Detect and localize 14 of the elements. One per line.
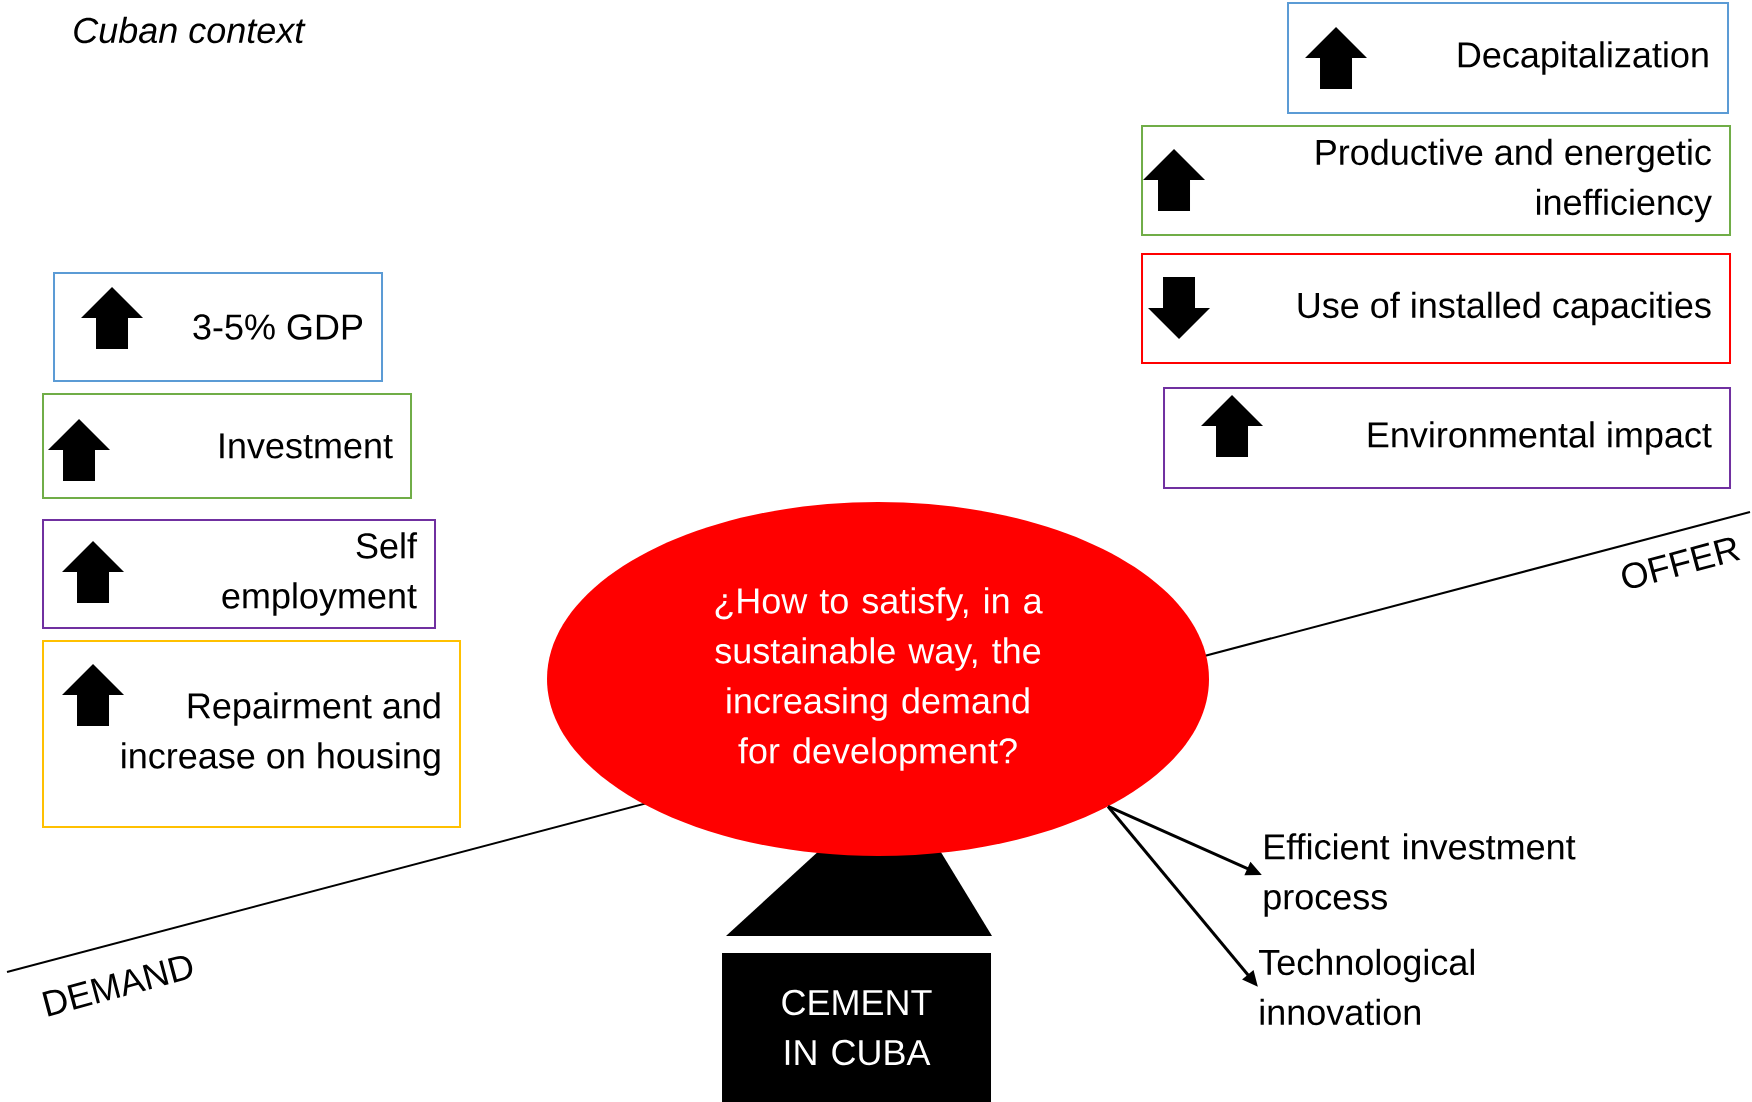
axis-label: OFFER <box>1622 537 1741 588</box>
outcome-text: Efficient investment process <box>1264 833 1576 917</box>
factor-box: Investment <box>42 393 412 499</box>
factor-box: 3-5% GDP <box>53 272 383 382</box>
axis-label: DEMAND <box>42 956 193 1017</box>
factor-box: Self employment <box>42 519 436 629</box>
factor-box: Use of installed capacities <box>1141 253 1731 364</box>
factor-box: Decapitalization <box>1287 2 1729 114</box>
heading: Cuban context <box>74 16 306 44</box>
factor-box: Environmental impact <box>1163 387 1731 489</box>
factor-box: Repairment and increase on housing <box>42 640 461 828</box>
outcome-text: Technological innovation <box>1259 948 1474 1026</box>
cement-box: CEMENT IN CUBA <box>722 953 991 1102</box>
factor-box: Productive and energetic inefficiency <box>1141 125 1731 236</box>
